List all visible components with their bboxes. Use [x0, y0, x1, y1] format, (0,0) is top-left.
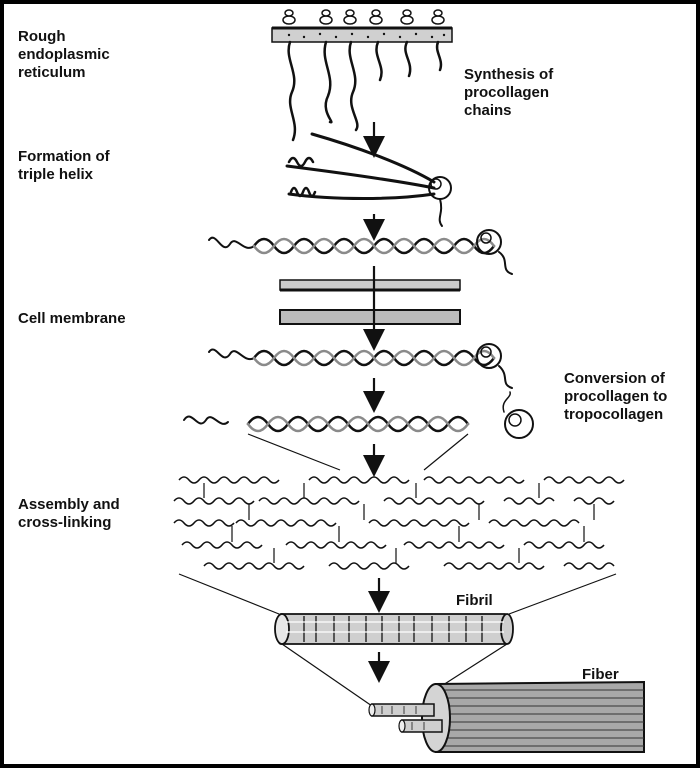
expansion-lines [247, 433, 469, 471]
label-rough-er: Rough endoplasmic reticulum [18, 28, 110, 81]
cell-membrane [279, 279, 461, 325]
ribosomes [282, 9, 445, 25]
triple-helix-formation [285, 132, 452, 227]
procollagen-chains [287, 40, 443, 142]
label-fibril: Fibril [456, 592, 493, 609]
fiber [368, 680, 645, 753]
fibril-expansion-lines [178, 573, 617, 615]
cross-links [203, 483, 595, 563]
label-triple-helix: Formation of triple helix [18, 148, 110, 183]
label-assembly: Assembly and cross-linking [18, 496, 120, 531]
label-synthesis: Synthesis of procollagen chains [464, 66, 554, 119]
assembled-fibril-array [173, 476, 625, 570]
collagen-synthesis-illustration [173, 9, 645, 753]
procollagen-helix-1 [208, 229, 513, 275]
procollagen-helix-2 [208, 343, 513, 389]
label-fiber: Fiber [582, 666, 619, 683]
fibril [274, 613, 514, 645]
label-cell-membrane: Cell membrane [18, 310, 126, 327]
rough-er-membrane [271, 26, 453, 43]
process-arrows [363, 122, 390, 683]
label-conversion: Conversion of procollagen to tropocollag… [564, 370, 668, 423]
tropocollagen [183, 391, 534, 439]
